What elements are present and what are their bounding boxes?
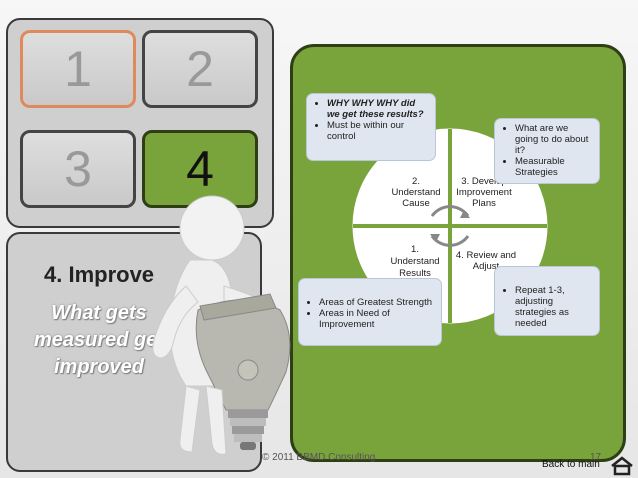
- callout-areas: Areas of Greatest Strength Areas in Need…: [298, 278, 442, 346]
- callout-areas-item-1: Areas of Greatest Strength: [319, 297, 435, 308]
- callout-why-item-2: Must be within our control: [327, 120, 429, 142]
- callout-why-item-1: WHY WHY WHY did we get these results?: [327, 98, 429, 120]
- puzzle-figure-illustration: [152, 195, 291, 455]
- copyright: © 2011 BBMD Consulting: [262, 452, 376, 463]
- tile-3[interactable]: 3: [20, 130, 136, 208]
- cycle-step-2: 2. Understand Cause: [391, 176, 441, 209]
- tile-panel: 1 2 3 4: [6, 18, 274, 228]
- tile-1[interactable]: 1: [20, 30, 136, 108]
- callout-areas-item-2: Areas in Need of Improvement: [319, 308, 435, 330]
- cycle-step-1: 1. Understand Results: [390, 244, 440, 279]
- callout-plans-item-1: What are we going to do about it?: [515, 123, 593, 156]
- callout-plans: What are we going to do about it? Measur…: [494, 118, 600, 184]
- callout-repeat: Repeat 1-3, adjusting strategies as need…: [494, 266, 600, 336]
- cycle-step-3: 3. Develop Improvement Plans: [456, 176, 512, 209]
- tile-2[interactable]: 2: [142, 30, 258, 108]
- callout-repeat-item-1: Repeat 1-3, adjusting strategies as need…: [515, 285, 593, 329]
- section-title: 4. Improve: [44, 262, 155, 287]
- callout-why: WHY WHY WHY did we get these results? Mu…: [306, 93, 436, 161]
- cycle-step-4: 4. Review and Adjust: [455, 250, 517, 272]
- home-icon[interactable]: [610, 456, 634, 476]
- page-number: 17: [590, 452, 602, 463]
- section-subtitle: What gets measured get improved: [33, 302, 165, 378]
- back-to-main-link[interactable]: Back to main: [542, 459, 600, 470]
- callout-plans-item-2: Measurable Strategies: [515, 156, 593, 178]
